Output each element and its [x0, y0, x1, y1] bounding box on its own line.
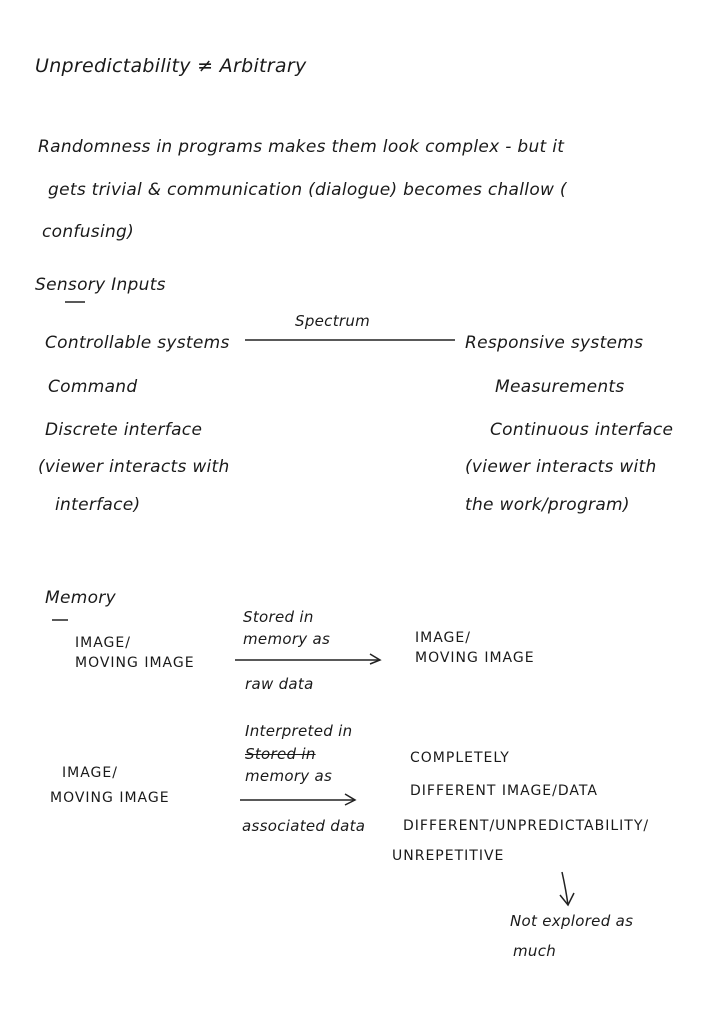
left-item-5: interface)	[55, 495, 141, 515]
memory-heading: Memory	[45, 588, 116, 608]
row2-arrow-below: associated data	[242, 817, 366, 835]
intro-line-2: gets trivial & communication (dialogue) …	[48, 180, 567, 200]
arrow-associated-data	[240, 793, 357, 806]
row1-arrow-above-2: memory as	[243, 630, 331, 648]
right-item-5: the work/program)	[465, 495, 630, 515]
page-title: Unpredictability ≠ Arbitrary	[35, 55, 307, 77]
row1-source-1: IMAGE/	[75, 635, 131, 651]
row2-source-1: IMAGE/	[62, 765, 118, 781]
row2-arrow-above-2: memory as	[245, 767, 333, 785]
note-line-2: much	[513, 942, 557, 960]
row2-source-2: MOVING IMAGE	[50, 790, 170, 806]
left-item-3: Discrete interface	[45, 420, 203, 440]
left-item-2: Command	[48, 377, 138, 397]
row2-arrow-above-1: Interpreted in	[245, 722, 353, 740]
row1-target-1: IMAGE/	[415, 630, 471, 646]
right-item-2: Measurements	[495, 377, 625, 397]
row2-target-2: DIFFERENT IMAGE/DATA	[410, 783, 598, 799]
row1-target-2: MOVING IMAGE	[415, 650, 535, 666]
row2-arrow-above-struck: Stored in	[245, 745, 316, 763]
intro-line-1: Randomness in programs makes them look c…	[38, 137, 565, 157]
row1-source-2: MOVING IMAGE	[75, 655, 195, 671]
row1-arrow-below: raw data	[245, 675, 314, 693]
right-item-1: Responsive systems	[465, 333, 644, 353]
row2-target-3: DIFFERENT/UNPREDICTABILITY/	[403, 818, 650, 834]
sensory-heading: Sensory Inputs	[35, 275, 166, 295]
intro-line-3: confusing)	[42, 222, 135, 242]
arrow-raw-data	[235, 653, 382, 665]
spectrum-label: Spectrum	[295, 312, 371, 330]
row2-target-4: UNREPETITIVE	[392, 848, 505, 864]
down-arrow-icon	[559, 871, 575, 907]
right-item-3: Continuous interface	[490, 420, 674, 440]
note-line-1: Not explored as	[510, 912, 634, 930]
row1-arrow-above-1: Stored in	[243, 608, 314, 626]
right-item-4: (viewer interacts with	[465, 457, 657, 477]
row2-target-1: COMPLETELY	[410, 750, 510, 766]
left-item-4: (viewer interacts with	[38, 457, 230, 477]
left-item-1: Controllable systems	[45, 333, 230, 353]
